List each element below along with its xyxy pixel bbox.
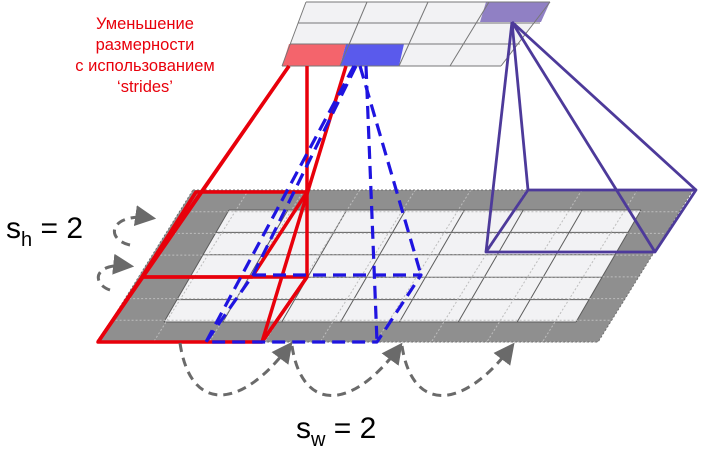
padding-column-line [486, 189, 583, 343]
row-stride-arrow-1 [112, 205, 157, 247]
input-grid [164, 210, 641, 322]
output-layer [281, 1, 551, 67]
receptive-field-blue [204, 65, 423, 344]
caption-line: с использованием [75, 57, 215, 75]
column-stride-arrow-3 [400, 342, 515, 397]
column-stride-arrows [178, 341, 515, 397]
row-stride-arrow-2 [96, 253, 135, 292]
output-cell-blue [340, 44, 404, 66]
output-cell-red [282, 44, 346, 66]
input-grid-column-line [163, 209, 230, 323]
vertical-stride-label: sh = 2 [6, 212, 83, 252]
input-grid-column-line [575, 209, 642, 323]
stride-symbol: s [296, 412, 311, 445]
caption-line: Уменьшение [96, 15, 194, 33]
padding-column-line [153, 189, 249, 343]
stride-symbol: s [6, 212, 21, 245]
output-gridlines [281, 1, 551, 67]
padding-column-line [542, 189, 638, 343]
stride-subscript: w [311, 429, 326, 451]
input-grid-column-line [398, 209, 465, 323]
input-layer [97, 189, 694, 343]
caption-line: размерности [95, 36, 195, 54]
column-stride-arrow-1 [178, 341, 293, 397]
input-grid-column-line [457, 209, 524, 323]
diagram-caption: Уменьшение размерности с использованием … [20, 14, 270, 98]
padding-column-line [375, 189, 472, 343]
stride-value: = 2 [333, 412, 377, 445]
column-stride-arrow-2 [290, 342, 403, 397]
output-cell-purple [480, 2, 550, 22]
stride-subscript: h [21, 229, 33, 251]
row-stride-arrows [96, 205, 157, 292]
horizontal-stride-label: sw = 2 [296, 412, 376, 452]
receptive-field-purple [484, 20, 698, 254]
stride-value: = 2 [40, 212, 84, 245]
input-grid-column-line [516, 209, 583, 323]
caption-line: ‘strides’ [117, 78, 173, 96]
padding-column-line [319, 189, 416, 343]
